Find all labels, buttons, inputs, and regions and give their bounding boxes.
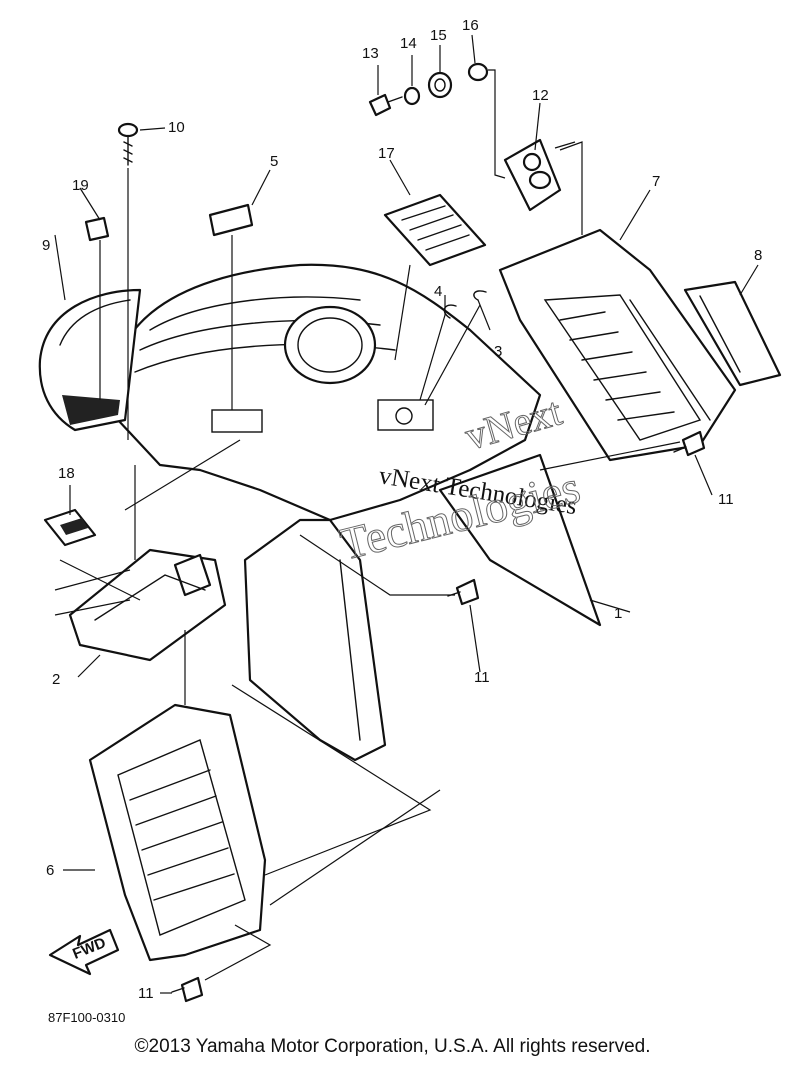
screw-part-11-right <box>673 430 706 457</box>
callout-17: 17 <box>378 145 395 162</box>
seal-strip-part-8 <box>683 280 782 387</box>
screw-part-10 <box>117 122 139 166</box>
switch-bracket-part-2 <box>68 548 227 662</box>
callout-11-center: 11 <box>474 669 490 686</box>
side-cover-part-9 <box>38 288 142 432</box>
callout-9: 9 <box>42 237 50 254</box>
callout-4: 4 <box>434 283 442 300</box>
callout-13: 13 <box>362 45 379 62</box>
grille-panel-part-7 <box>498 228 737 462</box>
callout-12: 12 <box>532 87 549 104</box>
forward-arrow-icon: FWD <box>48 928 120 976</box>
grommet-part-19 <box>84 216 110 242</box>
copyright-notice: ©2013 Yamaha Motor Corporation, U.S.A. A… <box>134 1036 651 1057</box>
callout-16: 16 <box>462 17 479 34</box>
leader-lines <box>54 34 759 994</box>
callout-2: 2 <box>52 671 60 688</box>
callout-14: 14 <box>400 35 417 52</box>
decal-part-17 <box>383 193 487 267</box>
clip-part-3 <box>473 290 487 301</box>
screw-part-11-center <box>447 578 480 606</box>
callout-7: 7 <box>652 173 660 190</box>
cap-part-5 <box>208 203 254 237</box>
screw-part-11-bottom <box>171 976 204 1003</box>
callout-11-right: 11 <box>718 491 734 508</box>
callout-18: 18 <box>58 465 75 482</box>
callout-19: 19 <box>72 177 89 194</box>
callout-15: 15 <box>430 27 447 44</box>
front-cowling-part-1 <box>112 263 602 762</box>
bracket-part-12 <box>503 138 562 212</box>
diagram-code: 87F100-0310 <box>48 1010 126 1025</box>
lower-grille-panel-part-6 <box>88 703 267 962</box>
callout-6: 6 <box>46 862 54 879</box>
label-part-18 <box>43 508 97 547</box>
callout-labels: 1 2 3 4 5 6 7 8 9 10 11 11 11 12 13 14 1… <box>42 17 762 1002</box>
callout-8: 8 <box>754 247 762 264</box>
callout-11-bottom: 11 <box>138 985 154 1002</box>
callout-3: 3 <box>494 343 502 360</box>
callout-1: 1 <box>614 605 622 622</box>
fastener-stack-parts-13-16 <box>368 62 489 117</box>
callout-5: 5 <box>270 153 278 170</box>
callout-10: 10 <box>168 119 185 136</box>
